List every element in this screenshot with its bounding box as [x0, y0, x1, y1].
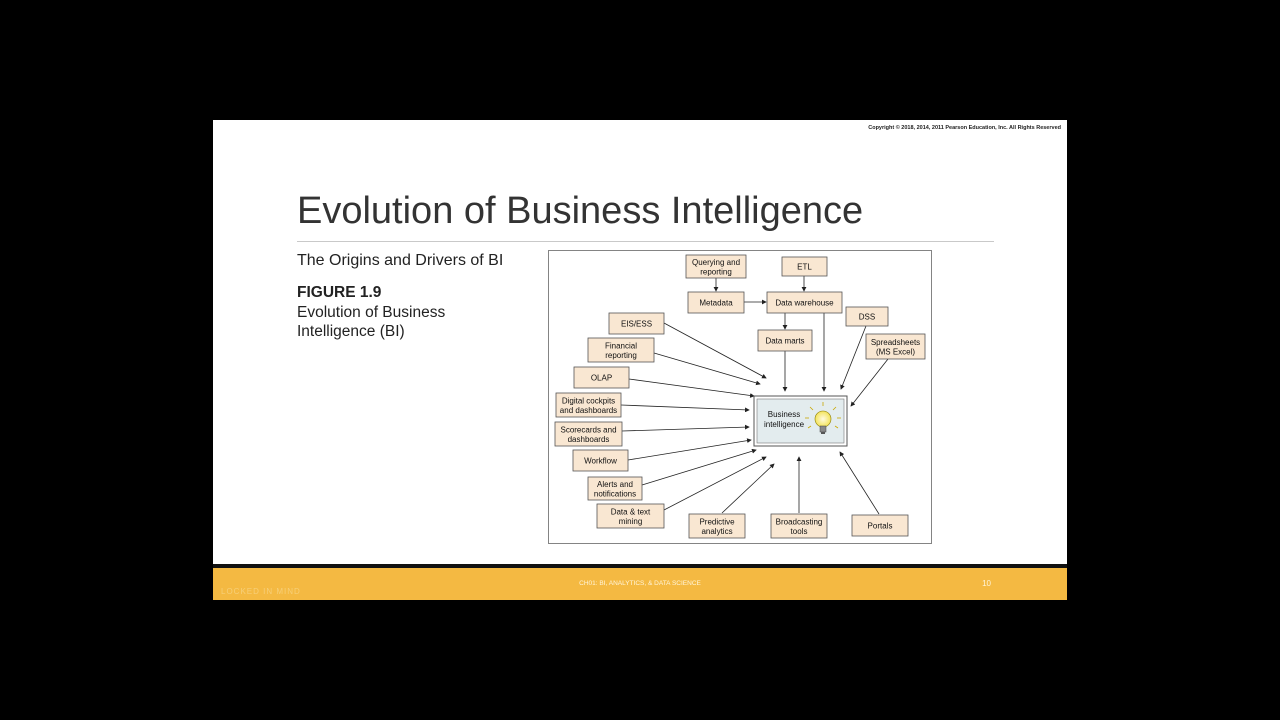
- figure-label: FIGURE 1.9: [297, 284, 382, 301]
- node-predictive-label-1: analytics: [701, 527, 732, 536]
- edge-arrow-9: [620, 404, 750, 413]
- node-olap-label-0: OLAP: [591, 374, 612, 383]
- node-cockpits-label-0: Digital cockpits: [562, 396, 615, 405]
- svg-text:intelligence: intelligence: [764, 420, 805, 429]
- edge-arrow-10: [621, 424, 750, 432]
- footer-watermark: LOCKED IN MIND: [221, 587, 301, 596]
- edge-arrow-8: [628, 378, 755, 398]
- node-dss: DSS: [845, 306, 889, 327]
- edge-arrow-7: [653, 352, 761, 386]
- edge-arrow-16: [839, 451, 880, 515]
- node-dss-label-0: DSS: [859, 313, 875, 322]
- node-cockpits-label-1: and dashboards: [560, 406, 617, 415]
- edge-arrow-17: [840, 325, 867, 390]
- slide: Copyright © 2018, 2014, 2011 Pearson Edu…: [213, 120, 1067, 564]
- node-metadata-label-0: Metadata: [699, 299, 733, 308]
- node-warehouse: Data warehouse: [766, 291, 843, 314]
- business-intelligence-node: Business intelligence: [753, 395, 848, 447]
- node-spreadsheets: Spreadsheets(MS Excel): [865, 333, 926, 360]
- edge-arrow-6: [663, 322, 767, 379]
- node-metadata: Metadata: [687, 291, 745, 314]
- slide-title: Evolution of Business Intelligence: [297, 190, 864, 232]
- node-mining-label-1: mining: [619, 517, 643, 526]
- edge-arrow-11: [627, 438, 752, 461]
- svg-text:Business: Business: [768, 410, 800, 419]
- node-scorecards-label-0: Scorecards and: [560, 425, 616, 434]
- node-workflow: Workflow: [572, 449, 629, 472]
- figure-caption: Evolution of Business Intelligence (BI): [297, 304, 446, 340]
- title-divider: [297, 241, 994, 242]
- node-datamarts: Data marts: [757, 329, 813, 352]
- node-eis-label-0: EIS/ESS: [621, 320, 652, 329]
- node-olap: OLAP: [573, 366, 630, 389]
- edge-arrow-18: [850, 358, 889, 407]
- diagram-edges: [620, 276, 889, 515]
- edge-arrow-12: [641, 448, 757, 486]
- copyright-notice: Copyright © 2018, 2014, 2011 Pearson Edu…: [868, 125, 1061, 131]
- node-eis: EIS/ESS: [608, 312, 665, 335]
- node-datamarts-label-0: Data marts: [765, 337, 804, 346]
- node-portals: Portals: [851, 514, 909, 537]
- edge-arrow-13: [663, 456, 767, 511]
- node-etl: ETL: [781, 256, 828, 277]
- edge-arrow-14: [721, 463, 775, 514]
- node-broadcasting-label-1: tools: [791, 527, 808, 536]
- node-querying-label-1: reporting: [700, 267, 732, 276]
- node-financial-label-0: Financial: [605, 341, 637, 350]
- footer-divider: [213, 564, 1067, 568]
- center-label-line1: Business: [768, 410, 800, 419]
- footer-chapter: CH01: BI, ANALYTICS, & DATA SCIENCE: [579, 580, 701, 587]
- node-mining-label-0: Data & text: [611, 507, 651, 516]
- node-spreadsheets-label-0: Spreadsheets: [871, 338, 920, 347]
- node-workflow-label-0: Workflow: [584, 457, 617, 466]
- center-label-line2: intelligence: [764, 420, 805, 429]
- node-querying-label-0: Querying and: [692, 258, 740, 267]
- node-spreadsheets-label-1: (MS Excel): [876, 347, 915, 356]
- node-broadcasting-label-0: Broadcasting: [776, 517, 823, 526]
- slide-footer: LOCKED IN MIND CH01: BI, ANALYTICS, & DA…: [213, 568, 1067, 600]
- node-predictive-label-0: Predictive: [699, 517, 735, 526]
- footer-page-number: 10: [982, 579, 991, 588]
- node-portals-label-0: Portals: [868, 522, 893, 531]
- node-financial-label-1: reporting: [605, 351, 637, 360]
- node-alerts-label-1: notifications: [594, 489, 636, 498]
- slide-subtitle: The Origins and Drivers of BI: [297, 252, 504, 269]
- node-alerts-label-0: Alerts and: [597, 480, 633, 489]
- node-scorecards-label-1: dashboards: [568, 435, 610, 444]
- node-etl-label-0: ETL: [797, 263, 812, 272]
- node-warehouse-label-0: Data warehouse: [775, 299, 834, 308]
- lightbulb-icon: [805, 402, 841, 434]
